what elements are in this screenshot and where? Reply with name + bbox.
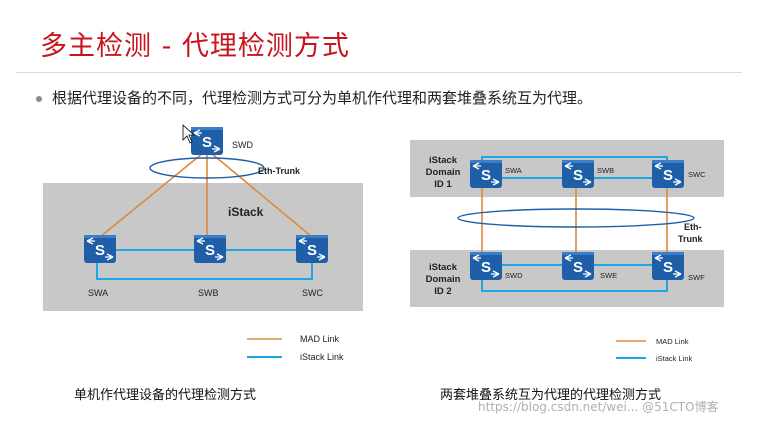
domain1-label-line2: Domain [426,167,461,178]
switch-swb-icon [193,234,227,264]
switch-swd-label: SWD [232,140,253,150]
switch-swb-label: SWB [198,288,219,298]
switch-swc-label: SWC [302,288,323,298]
switch-swf-label-right: SWF [688,273,705,282]
legend-istack-label-right: iStack Link [656,354,693,363]
eth-trunk-label-right-line2: Trunk [678,234,703,244]
eth-trunk-label: Eth-Trunk [258,166,301,176]
eth-trunk-label-right: Eth- Trunk [678,222,703,244]
domain2-label-line2: Domain [426,274,461,285]
domain1-label-line3: ID 1 [434,179,452,190]
bullet-label: 根据代理设备的不同，代理检测方式可分为单机作代理和两套堆叠系统互为代理。 [52,89,593,107]
mad-links-right [481,188,668,258]
watermark-text: https://blog.csdn.net/wei... @51CTO博客 [478,400,719,414]
right-caption: 两套堆叠系统互为代理的代理检测方式 [440,388,662,403]
domain1-label: iStack Domain ID 1 [426,155,461,190]
title-divider [16,72,742,73]
mouse-cursor-icon [182,124,196,144]
domain2-label: iStack Domain ID 2 [426,262,461,297]
legend-mad-label: MAD Link [300,334,340,344]
switch-swd-icon-right [469,251,503,281]
eth-trunk-ellipse-right [457,208,695,228]
legend-istack-label: iStack Link [300,352,344,362]
switch-swd-label-right: SWD [505,271,523,280]
bullet-dot [36,95,42,102]
switch-swb-label-right: SWB [597,166,614,175]
switch-swa-icon [83,234,117,264]
left-legend: MAD Link iStack Link [247,334,344,362]
left-diagram: SWD Eth-Trunk iStack SWA SWB SWC MAD Lin… [43,126,363,362]
switch-swc-icon [295,234,329,264]
eth-trunk-label-right-line1: Eth- [684,222,702,232]
switch-swe-label-right: SWE [600,271,617,280]
switch-swc-label-right: SWC [688,170,706,179]
left-caption: 单机作代理设备的代理检测方式 [74,388,257,403]
switch-swa-icon-right [469,159,503,189]
mad-links [99,152,313,238]
page-title: 多主检测 - 代理检测方式 [40,31,350,62]
domain2-label-line3: ID 2 [434,286,451,297]
switch-swd-icon [190,126,224,156]
switch-swa-label: SWA [88,288,108,298]
switch-swa-label-right: SWA [505,166,522,175]
bullet-text: 根据代理设备的不同，代理检测方式可分为单机作代理和两套堆叠系统互为代理。 [36,87,592,108]
switch-swb-icon-right [561,159,595,189]
legend-mad-label-right: MAD Link [656,337,689,346]
right-legend: MAD Link iStack Link [616,337,693,363]
right-diagram: SWA SWB SWC SWD SWE SWF iStack Domain ID… [410,140,724,363]
switch-swf-icon-right [651,251,685,281]
eth-trunk-ellipse [149,157,265,179]
domain1-label-line1: iStack [429,155,458,166]
istack-label: iStack [228,205,264,219]
switch-swe-icon-right [561,251,595,281]
domain2-label-line1: iStack [429,262,458,273]
switch-swc-icon-right [651,159,685,189]
